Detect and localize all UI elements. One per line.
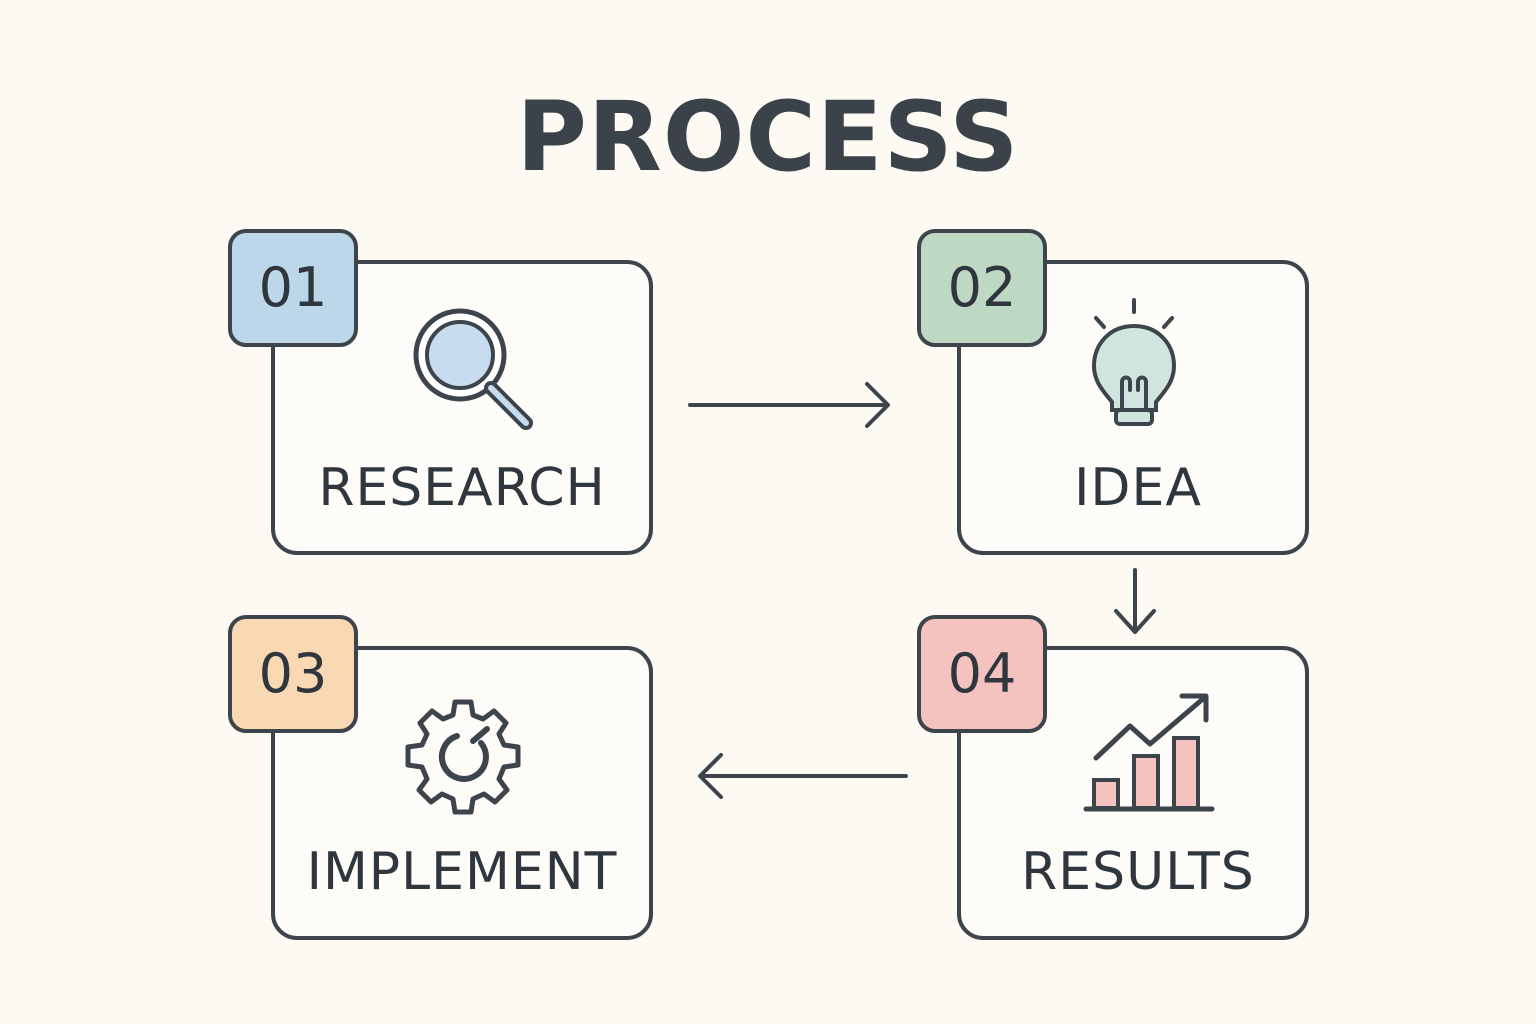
lightbulb-icon bbox=[1091, 298, 1177, 426]
arrow-results-to-implement bbox=[698, 753, 908, 799]
arrow-idea-to-results bbox=[1114, 568, 1156, 634]
growth-chart-icon bbox=[1083, 693, 1215, 812]
gear-icon bbox=[405, 699, 521, 815]
arrow-research-to-idea bbox=[688, 382, 890, 428]
diagram-title: PROCESS bbox=[516, 81, 1020, 193]
step-badge-01: 01 bbox=[228, 229, 358, 347]
step-label-idea: IDEA bbox=[1074, 458, 1202, 518]
step-label-results: RESULTS bbox=[1021, 842, 1255, 902]
step-badge-03: 03 bbox=[228, 615, 358, 733]
step-badge-02: 02 bbox=[917, 229, 1047, 347]
step-badge-04: 04 bbox=[917, 615, 1047, 733]
step-label-research: RESEARCH bbox=[318, 458, 606, 518]
step-label-implement: IMPLEMENT bbox=[306, 842, 618, 902]
magnifier-icon bbox=[413, 308, 533, 430]
